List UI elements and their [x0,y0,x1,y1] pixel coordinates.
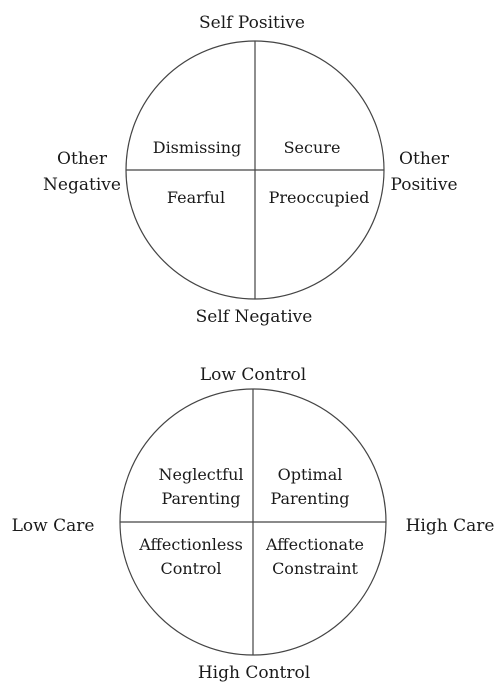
quadrant-label-top-right-line2: Parenting [270,489,349,508]
axis-label-right-line2: Positive [390,175,457,195]
quadrant-label-bottom-right-line2: Constraint [272,559,358,578]
axis-label-top: Low Control [200,365,306,385]
quadrant-label-bottom-left: Fearful [167,188,225,207]
quadrant-label-top-right: Secure [284,138,341,157]
attachment-styles-diagram: Self Positive Self Negative Other Negati… [0,0,500,345]
axis-label-right: High Care [406,516,495,536]
quadrant-label-bottom-right: Preoccupied [269,188,370,207]
quadrant-label-bottom-left-line1: Affectionless [138,535,243,554]
axis-label-left-line2: Negative [43,175,121,195]
axis-label-left: Low Care [12,516,95,536]
axis-label-bottom: High Control [198,663,310,683]
quadrant-label-bottom-left-line2: Control [160,559,221,578]
parenting-circle-figure: Low Control High Control Low Care High C… [12,365,495,683]
axis-label-bottom: Self Negative [196,307,313,327]
axis-label-right-line1: Other [399,149,450,169]
quadrant-label-top-right-line1: Optimal [278,465,343,484]
parenting-styles-diagram: Low Control High Control Low Care High C… [0,345,500,691]
quadrant-label-top-left-line2: Parenting [161,489,240,508]
quadrant-label-top-left: Dismissing [153,138,242,157]
axis-label-top: Self Positive [199,13,305,33]
attachment-circle-figure: Self Positive Self Negative Other Negati… [43,13,457,327]
quadrant-label-top-left-line1: Neglectful [158,465,243,484]
axis-label-left-line1: Other [57,149,108,169]
quadrant-label-bottom-right-line1: Affectionate [265,535,364,554]
